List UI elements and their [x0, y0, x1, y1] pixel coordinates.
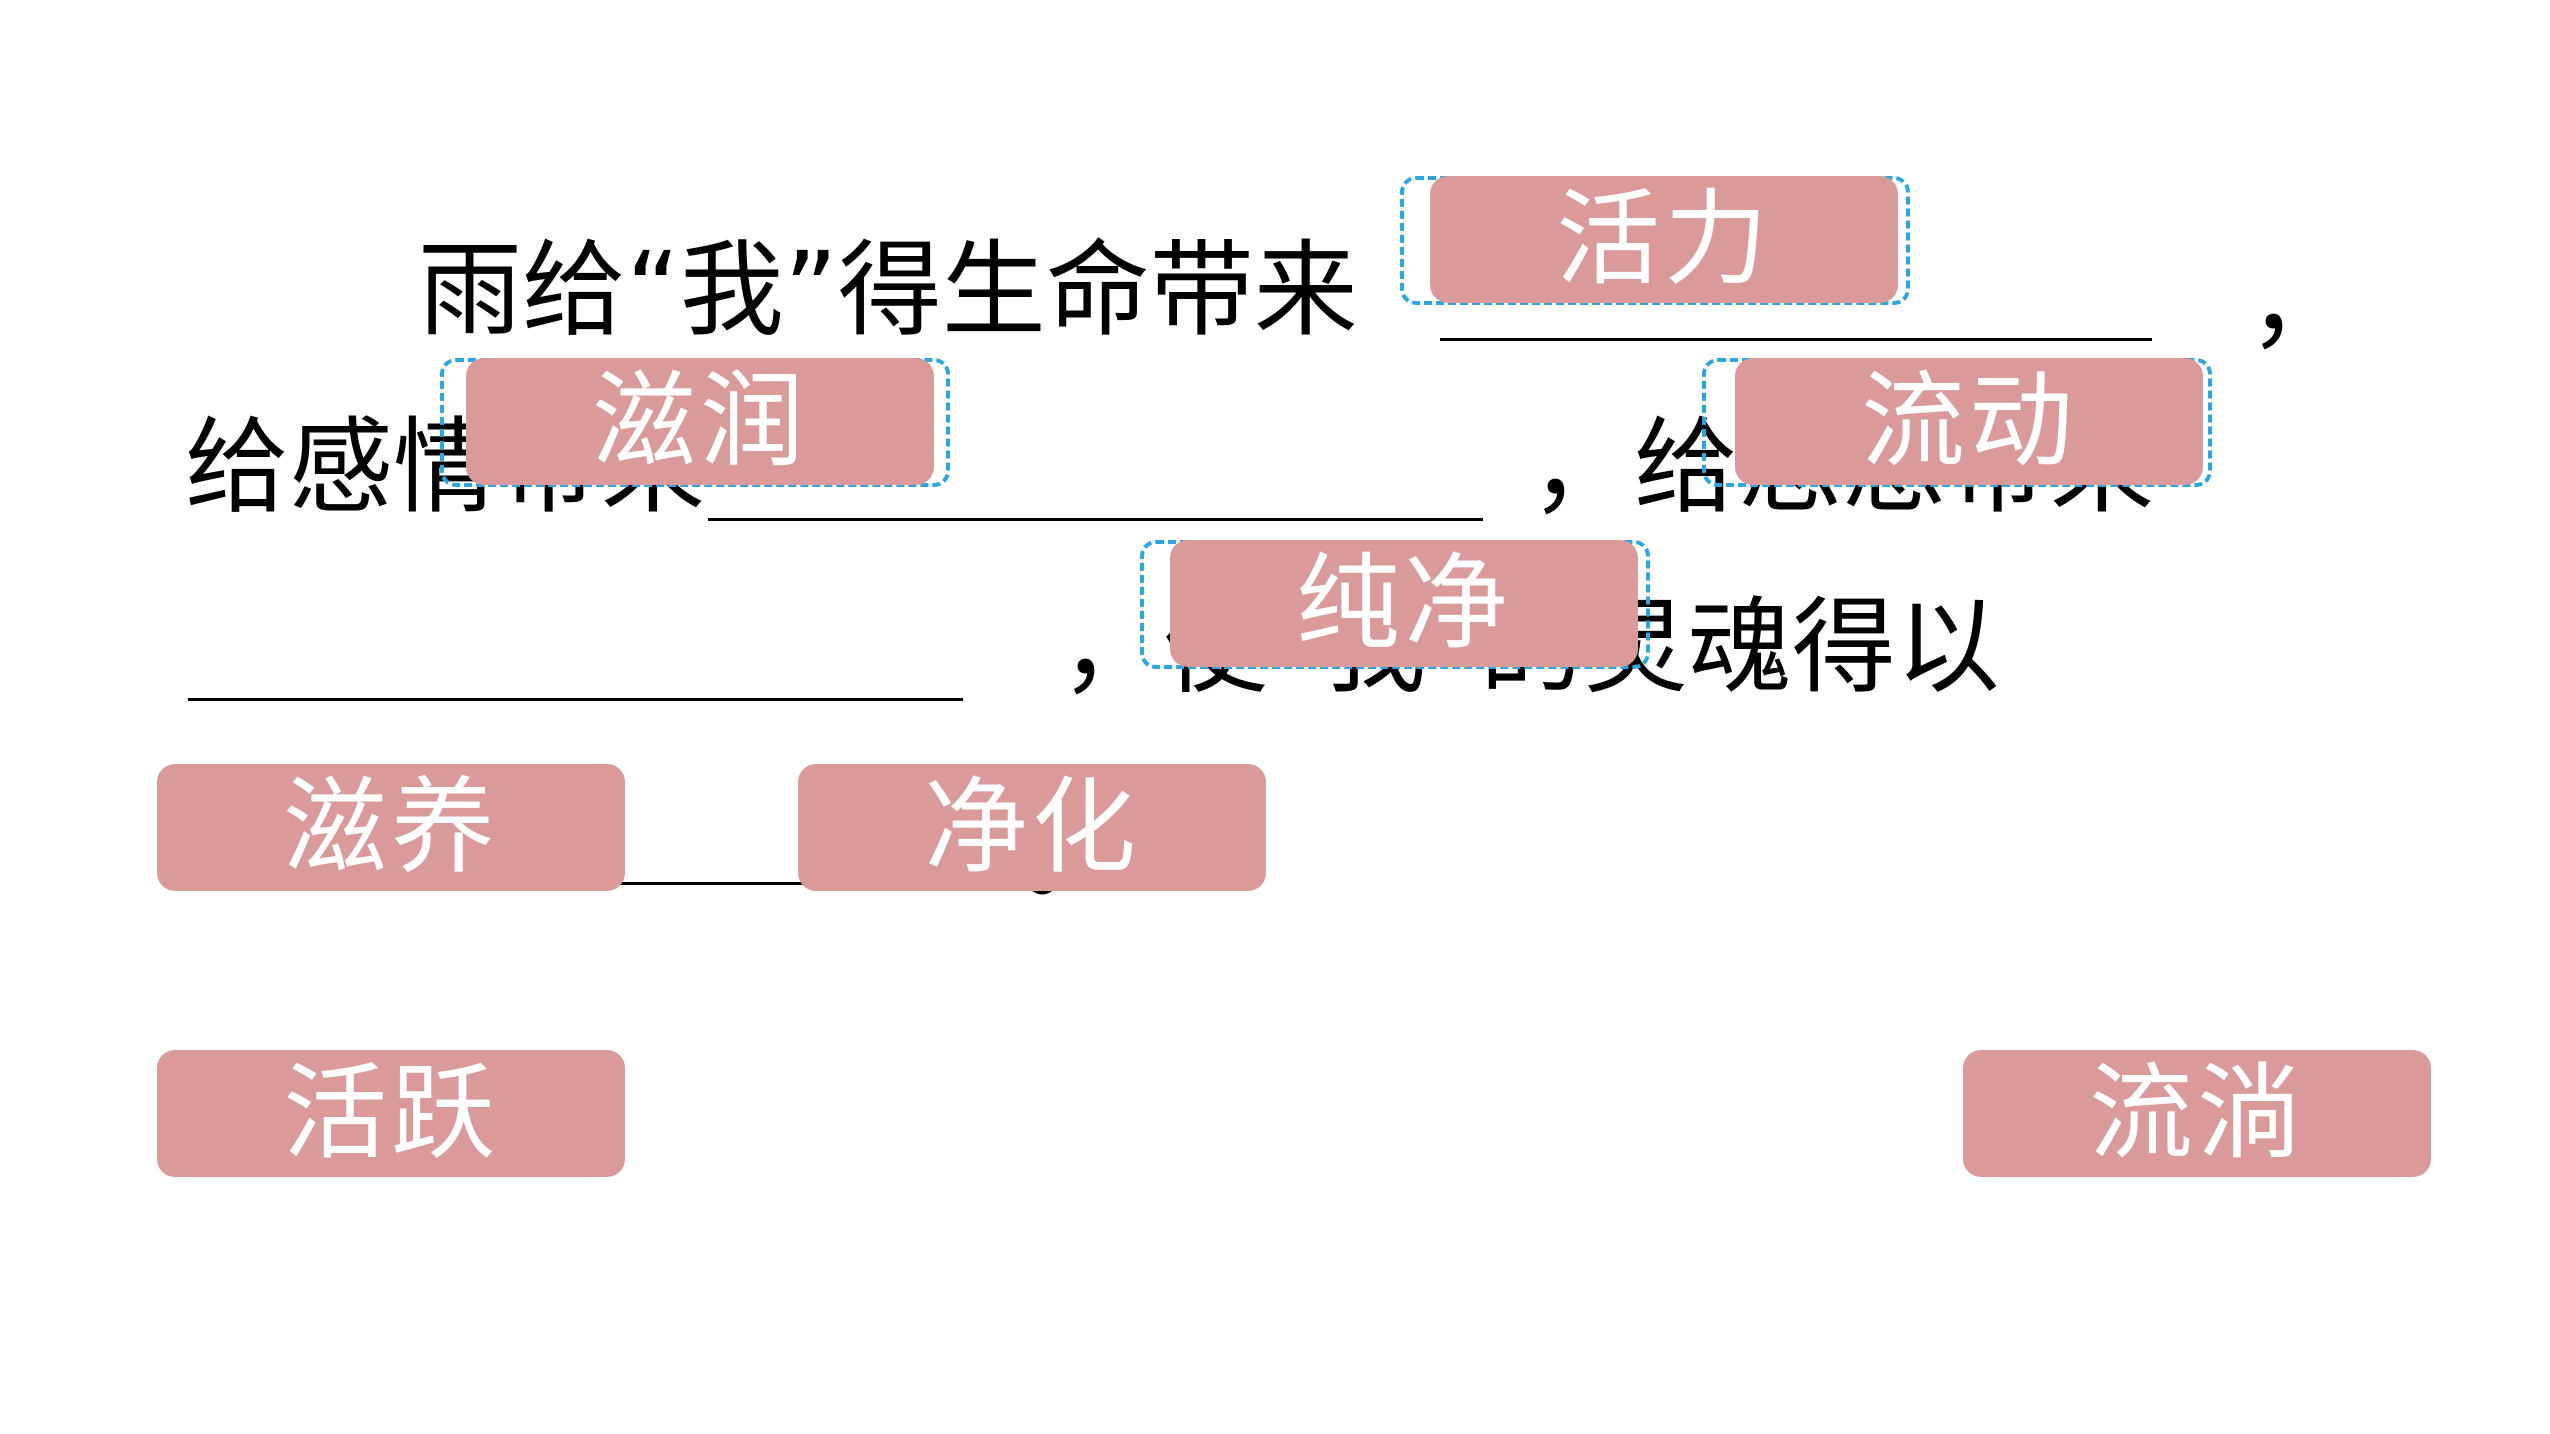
sentence-part-1: 雨给“我”得生命带来	[418, 229, 1358, 351]
word-tile-placed-2[interactable]: 滋润	[466, 358, 934, 485]
word-tile-bank-2[interactable]: 净化	[798, 764, 1266, 891]
word-tile-placed-4[interactable]: 纯净	[1170, 540, 1638, 667]
blank-1-line	[1440, 338, 2152, 341]
word-tile-bank-4[interactable]: 流淌	[1963, 1050, 2431, 1177]
word-tile-placed-3[interactable]: 流动	[1735, 358, 2203, 485]
blank-2-line	[708, 518, 1483, 521]
word-tile-bank-1[interactable]: 滋养	[157, 764, 625, 891]
blank-3-line	[188, 698, 963, 701]
sentence-comma-1: ，	[2248, 241, 2353, 363]
word-tile-placed-1[interactable]: 活力	[1430, 176, 1898, 303]
word-tile-bank-3[interactable]: 活跃	[157, 1050, 625, 1177]
